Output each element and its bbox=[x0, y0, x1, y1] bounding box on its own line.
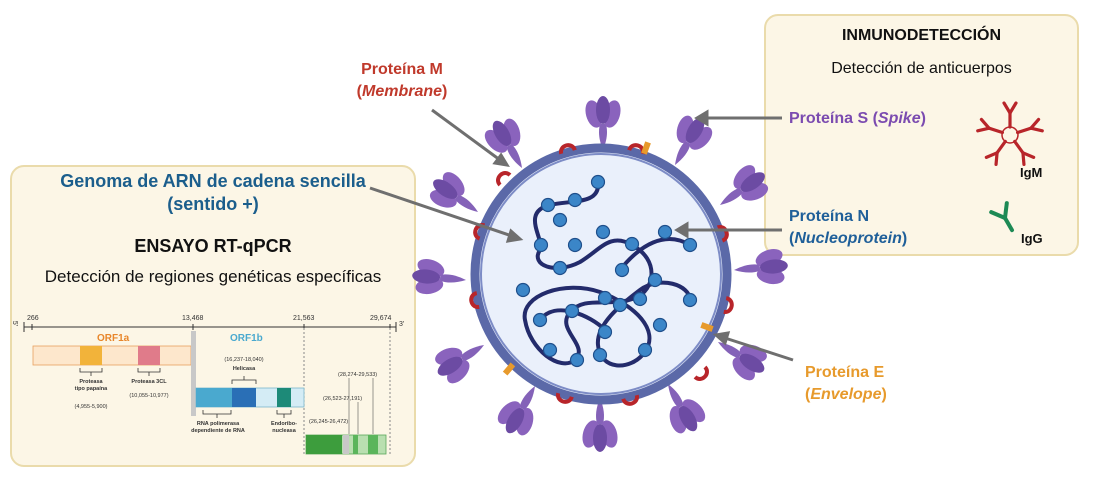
assay-subtitle: Detección de regiones genéticas específi… bbox=[44, 267, 382, 286]
immunodetection-panel bbox=[764, 14, 1079, 256]
genome-title: Genoma de ARN de cadena sencilla (sentid… bbox=[20, 170, 406, 216]
tick-21563: 21,563 bbox=[293, 315, 315, 322]
arrow-m bbox=[431, 108, 501, 162]
protease-3cl-range: (10,055-10,977) bbox=[129, 393, 169, 399]
helicase-label: Helicasa bbox=[232, 366, 256, 372]
protein-m-name: Proteína M bbox=[361, 61, 443, 78]
arrow-e bbox=[724, 336, 794, 362]
protein-s-label: Proteína S (Spike) bbox=[789, 110, 926, 127]
assay-title: ENSAYO RT-qPCR bbox=[134, 236, 292, 256]
rna-strand bbox=[522, 181, 692, 368]
endonuclease-label: Endoribo- nucleasa bbox=[271, 421, 297, 434]
range-n-label: (28,274-29,533) bbox=[338, 372, 378, 378]
protein-n-name: Proteína N bbox=[789, 208, 870, 225]
protein-e-label: Proteína E (Envelope) bbox=[805, 362, 887, 406]
spike-proteins bbox=[410, 96, 790, 452]
protease-3cl-label: Proteasa 3CL bbox=[131, 379, 167, 385]
five-prime-label: 5' bbox=[11, 320, 19, 327]
three-prime-label: 3' bbox=[399, 321, 405, 328]
tick-266: 266 bbox=[27, 315, 39, 322]
tick-29674: 29,674 bbox=[370, 315, 392, 322]
protease-papain-range: (4,955-5,900) bbox=[74, 404, 108, 410]
protein-n-label: Proteína N (Nucleoprotein) bbox=[789, 206, 907, 250]
orf1a-label: ORF1a bbox=[97, 333, 130, 344]
protein-e-name: Proteína E bbox=[805, 364, 885, 381]
protein-m-subtitle: (Membrane) bbox=[356, 83, 448, 100]
protease-papain-label: Proteasa tipo papaína bbox=[74, 379, 108, 392]
igm-label: IgM bbox=[1020, 165, 1043, 180]
igg-label: IgG bbox=[1021, 231, 1043, 246]
protein-n-subtitle: (Nucleoprotein) bbox=[789, 230, 908, 247]
viral-envelope bbox=[470, 143, 732, 405]
helicase-range: (16,237-18,040) bbox=[224, 357, 264, 363]
envelope-protein bbox=[641, 141, 651, 155]
genome-title-line2: (sentido +) bbox=[167, 194, 259, 214]
genome-title-line1: Genoma de ARN de cadena sencilla bbox=[60, 171, 366, 191]
nucleoproteins bbox=[515, 174, 698, 368]
protein-m-label: Proteína M (Membrane) bbox=[342, 59, 462, 103]
tick-13468: 13,468 bbox=[182, 315, 204, 322]
range-m-label: (26,523-27,191) bbox=[323, 396, 363, 402]
orf1b-label: ORF1b bbox=[230, 333, 263, 344]
protein-e-subtitle: (Envelope) bbox=[805, 386, 887, 403]
range-e-label: (26,245-26,472) bbox=[309, 419, 349, 425]
rdrp-label: RNA polimerasa dependiente de RNA bbox=[191, 421, 245, 434]
membrane-proteins bbox=[468, 141, 735, 408]
immunodetection-subtitle: Detección de anticuerpos bbox=[831, 60, 1012, 77]
immunodetection-title: INMUNODETECCIÓN bbox=[841, 27, 1002, 44]
